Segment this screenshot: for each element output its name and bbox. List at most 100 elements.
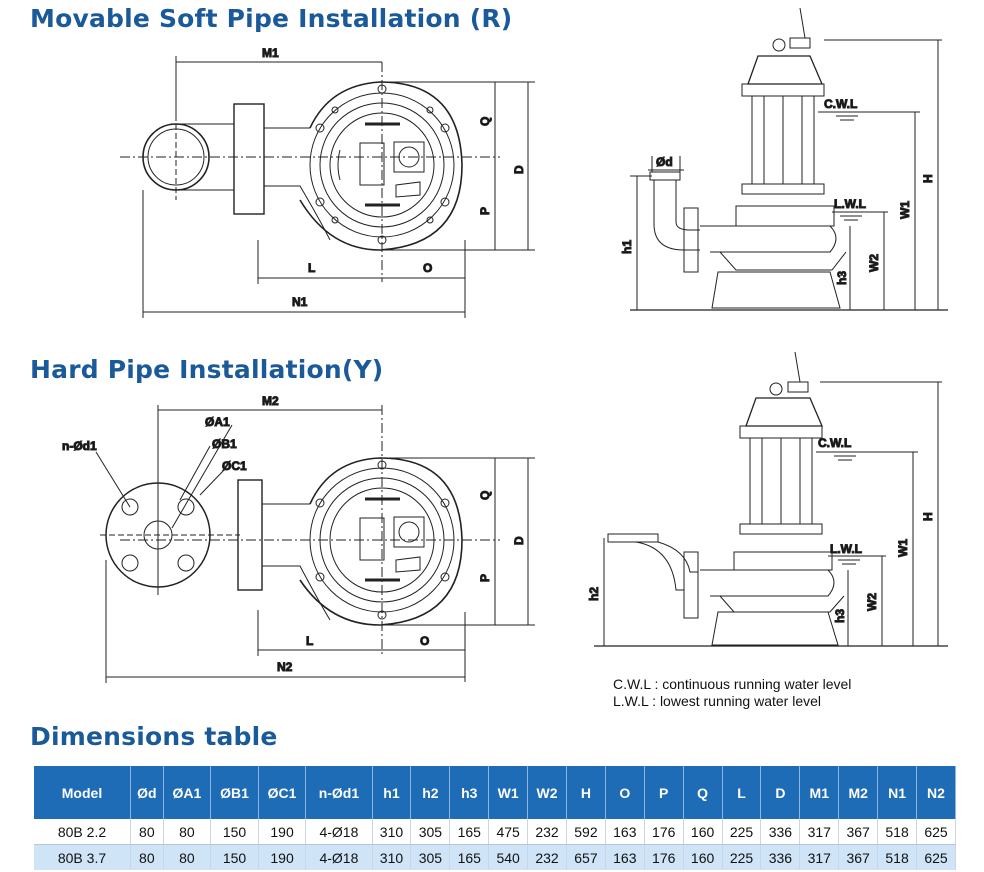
column-header: h2 (410, 766, 451, 819)
table-cell: 625 (916, 819, 956, 845)
table-cell: 80 (130, 819, 164, 845)
dim-d-side-label: Ød (656, 155, 673, 169)
dim-w1b-label: W1 (896, 539, 910, 557)
table-cell: 190 (258, 819, 307, 845)
dim-h3-label: h3 (835, 271, 849, 285)
column-header: P (644, 766, 684, 819)
dim-w1-label: W1 (898, 201, 912, 219)
table-cell: 518 (877, 844, 917, 870)
dim-nd1-label: n-Ød1 (62, 439, 97, 453)
dim-n2-label: N2 (277, 660, 293, 674)
legend-lwl: L.W.L : lowest running water level (613, 693, 822, 709)
table-cell: 336 (760, 819, 801, 845)
dim-d2-label: D (512, 536, 526, 545)
column-header: N1 (877, 766, 917, 819)
dim-q-label: Q (478, 117, 492, 126)
column-header: D (760, 766, 801, 819)
dim-h-label: H (921, 174, 935, 183)
column-header: n-Ød1 (305, 766, 373, 819)
soft-pipe-title: Movable Soft Pipe Installation (R) (30, 4, 513, 33)
column-header: Ød (130, 766, 164, 819)
dim-h1-label: h1 (620, 240, 634, 254)
table-cell: 232 (527, 844, 567, 870)
column-header: ØA1 (163, 766, 212, 819)
table-cell: 518 (877, 819, 917, 845)
column-header: O (605, 766, 645, 819)
column-header: Model (34, 766, 131, 819)
cwl-label-bottom: C.W.L (818, 436, 851, 450)
table-cell: 317 (799, 844, 840, 870)
table-cell: 165 (449, 819, 490, 845)
table-cell: 176 (644, 819, 684, 845)
cwl-label-top: C.W.L (824, 97, 857, 111)
column-header: Q (683, 766, 723, 819)
table-cell: 475 (488, 819, 529, 845)
dim-w2-label: W2 (867, 254, 881, 272)
table-cell: 163 (605, 819, 645, 845)
column-header: H (566, 766, 606, 819)
table-cell: 165 (449, 844, 490, 870)
table-cell: 80B 2.2 (34, 819, 131, 845)
table-cell: 592 (566, 819, 606, 845)
table-cell: 150 (210, 844, 259, 870)
table-cell: 80 (130, 844, 164, 870)
table-cell: 225 (722, 844, 762, 870)
table-cell: 80 (163, 819, 212, 845)
column-header: ØB1 (210, 766, 259, 819)
table-cell: 150 (210, 819, 259, 845)
table-cell: 80 (163, 844, 212, 870)
dim-o-label: O (423, 261, 432, 275)
legend-cwl: C.W.L : continuous running water level (613, 676, 852, 692)
column-header: M2 (838, 766, 879, 819)
table-cell: 4-Ø18 (305, 844, 373, 870)
dim-w2b-label: W2 (865, 593, 879, 611)
dim-m1-label: M1 (262, 46, 279, 60)
table-cell: 225 (722, 819, 762, 845)
table-cell: 310 (372, 819, 412, 845)
column-header: ØC1 (258, 766, 307, 819)
table-cell: 625 (916, 844, 956, 870)
lwl-label-top: L.W.L (834, 197, 866, 211)
table-cell: 336 (760, 844, 801, 870)
dim-n1-label: N1 (292, 295, 308, 309)
dimensions-title: Dimensions table (30, 722, 278, 751)
column-header: N2 (916, 766, 956, 819)
dim-p2-label: P (478, 574, 492, 582)
dim-q2-label: Q (478, 491, 492, 500)
column-header: W1 (488, 766, 529, 819)
dim-h3b-label: h3 (833, 609, 847, 623)
column-header: M1 (799, 766, 840, 819)
lwl-label-bottom: L.W.L (830, 542, 862, 556)
dim-p-label: P (478, 207, 492, 215)
dim-c1-label: ØC1 (222, 459, 247, 473)
table-cell: 163 (605, 844, 645, 870)
dim-d-label: D (512, 165, 526, 174)
installation-drawings: M1 L O N1 Q P D (62, 7, 948, 683)
column-header: h3 (449, 766, 490, 819)
dim-m2-label: M2 (262, 394, 279, 408)
table-cell: 160 (683, 819, 723, 845)
dim-h2-label: h2 (587, 587, 601, 601)
table-cell: 160 (683, 844, 723, 870)
table-cell: 657 (566, 844, 606, 870)
hard-side-view: h2 h3 W2 W1 H C.W.L L.W.L (587, 351, 948, 647)
dim-a1-label: ØA1 (205, 415, 230, 429)
table-cell: 305 (410, 844, 451, 870)
soft-plan-view: M1 L O N1 Q P D (120, 46, 535, 318)
column-header: L (722, 766, 762, 819)
hard-plan-view: n-Ød1 ØA1 ØB1 ØC1 M2 L O N2 Q P D (62, 394, 535, 683)
dim-hb-label: H (921, 512, 935, 521)
dim-o2-label: O (420, 634, 429, 648)
table-cell: 305 (410, 819, 451, 845)
dim-l-label: L (308, 261, 315, 275)
table-cell: 310 (372, 844, 412, 870)
column-header: W2 (527, 766, 567, 819)
table-cell: 190 (258, 844, 307, 870)
table-cell: 232 (527, 819, 567, 845)
table-cell: 176 (644, 844, 684, 870)
table-cell: 367 (838, 844, 879, 870)
